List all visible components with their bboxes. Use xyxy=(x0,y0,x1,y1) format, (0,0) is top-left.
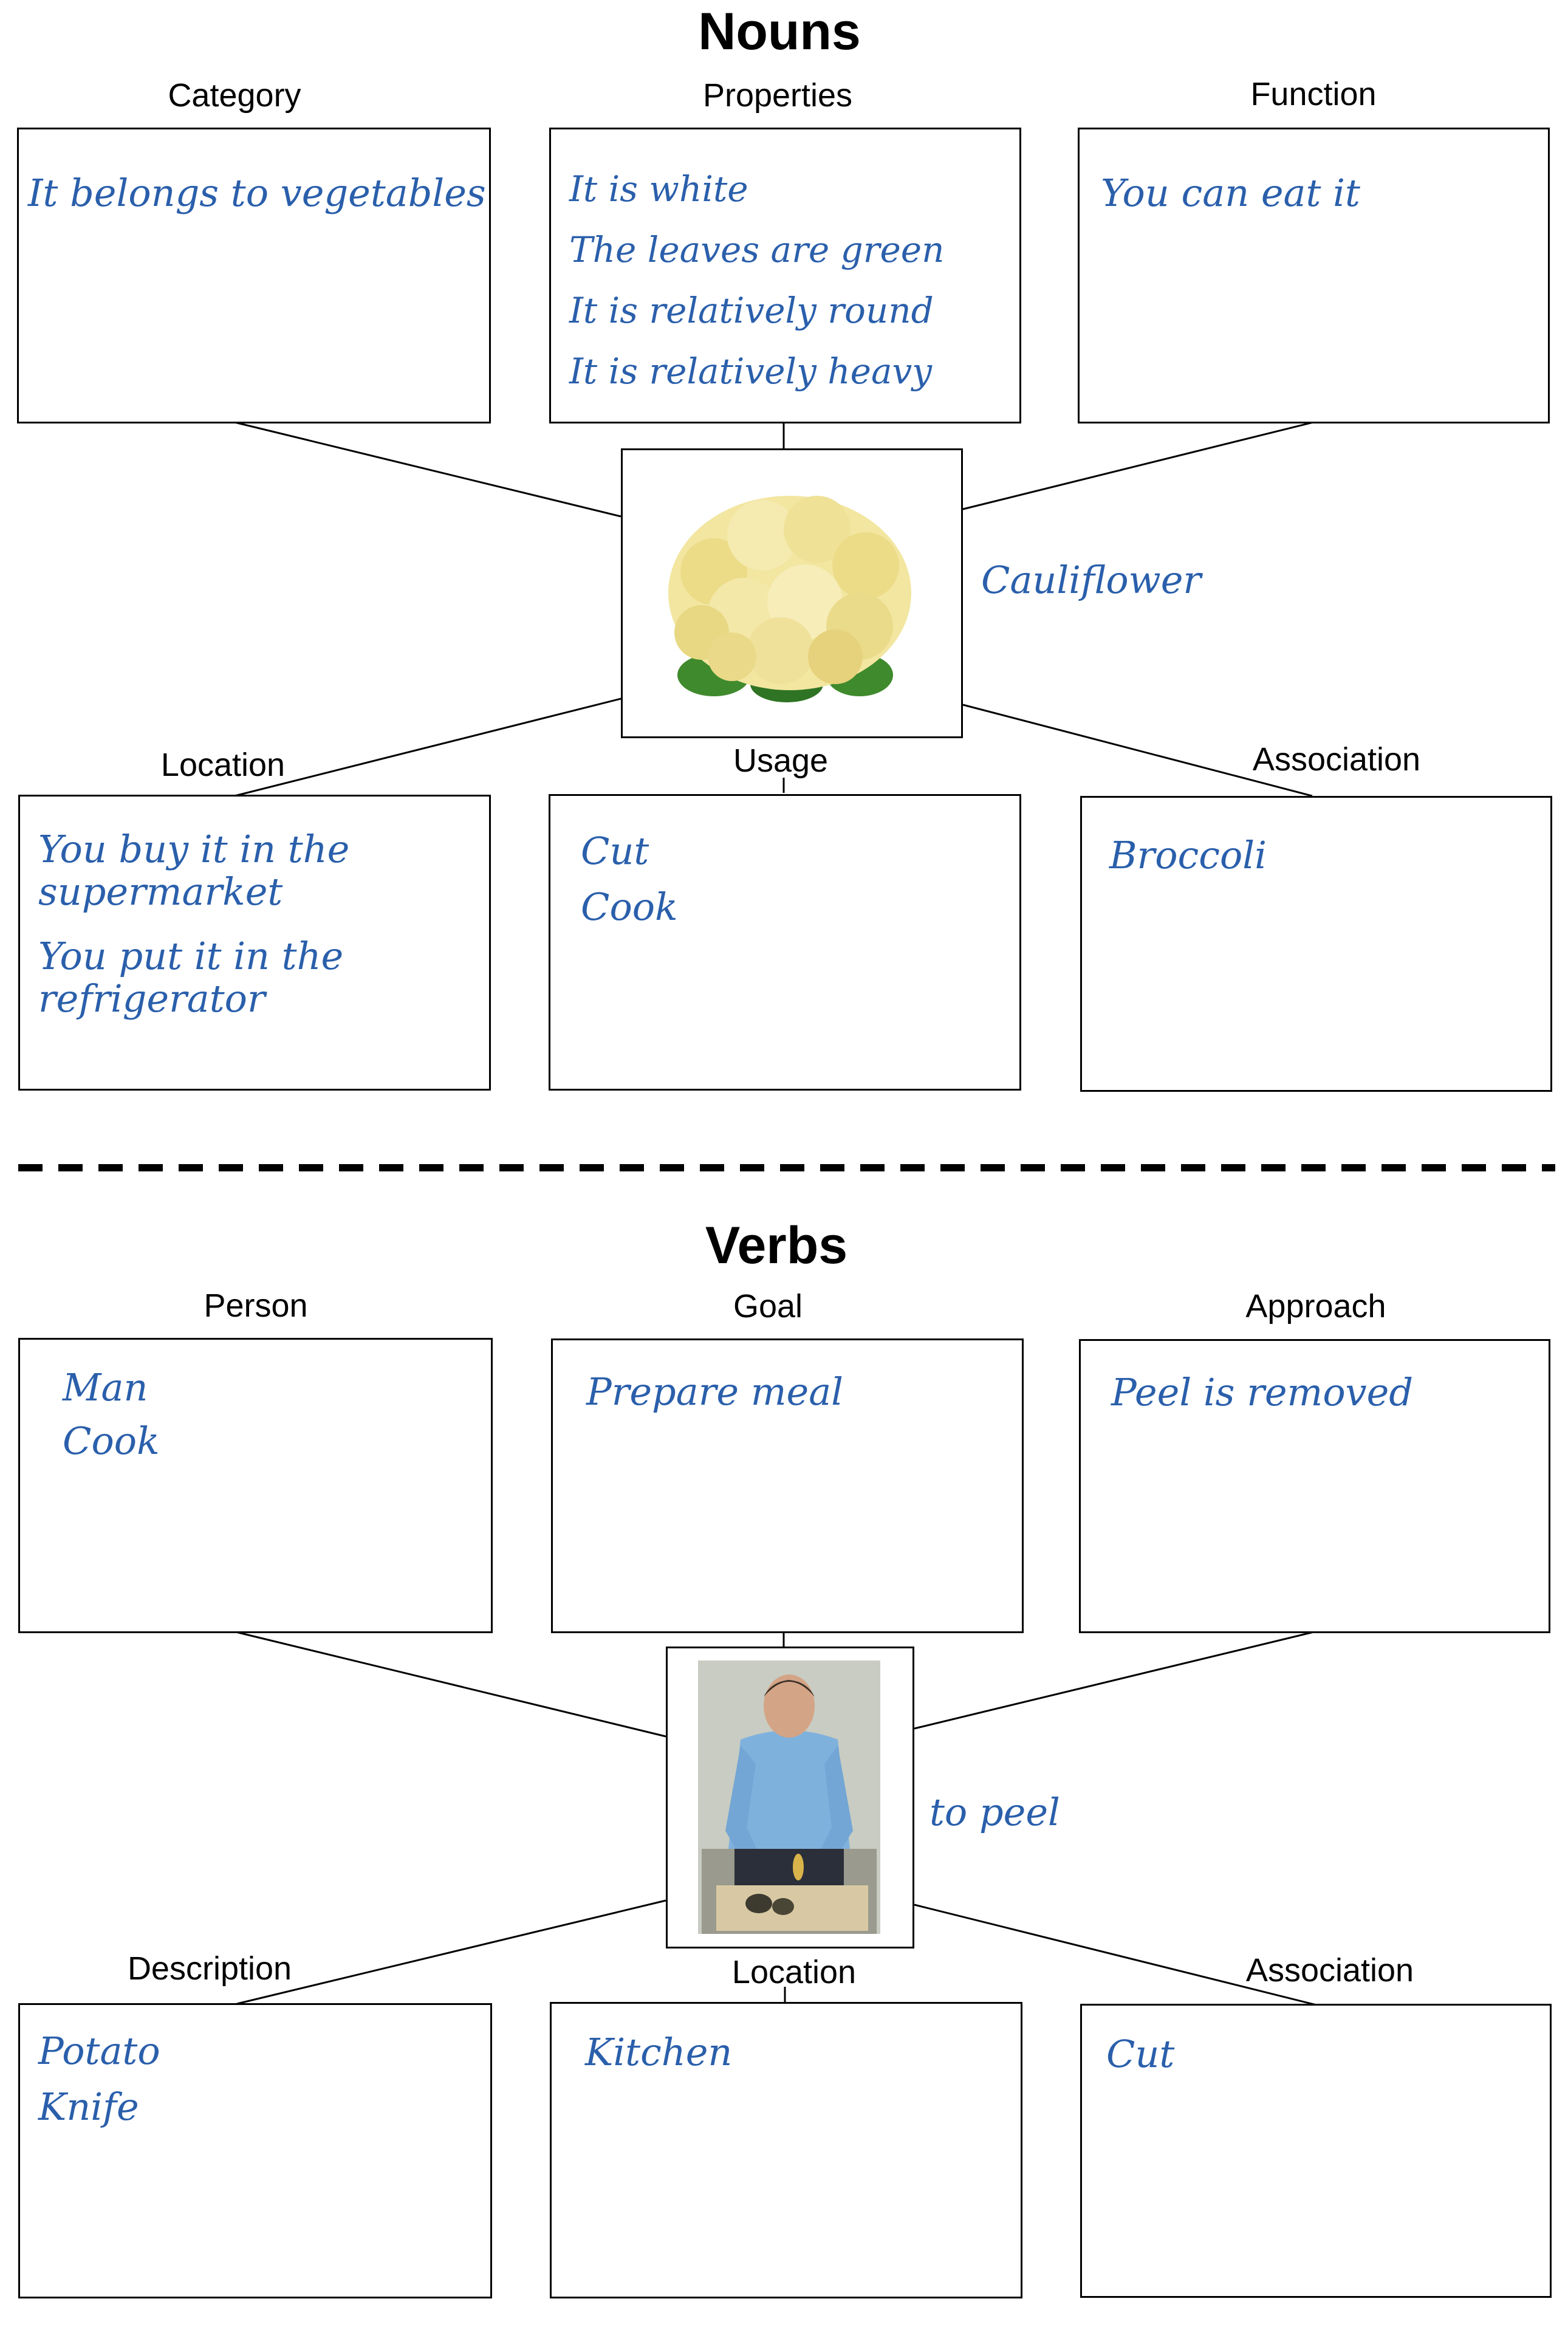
connector-description xyxy=(236,1899,666,2005)
properties-line: It is relatively heavy xyxy=(569,351,933,392)
person-line: Cook xyxy=(63,1419,160,1463)
association-label: Association xyxy=(1252,741,1421,778)
cauliflower-image-frame xyxy=(621,448,963,738)
man-peeling-potato-photo xyxy=(698,1660,880,1934)
center-word-cauliflower: Cauliflower xyxy=(981,558,1202,602)
location-verbs-line: Kitchen xyxy=(585,2030,733,2074)
category-line: It belongs to vegetables xyxy=(28,171,486,215)
description-box: Potato Knife xyxy=(18,2003,492,2298)
approach-line: Peel is removed xyxy=(1111,1370,1414,1414)
category-box: It belongs to vegetables xyxy=(17,128,491,423)
center-word-to-peel: to peel xyxy=(930,1790,1060,1834)
properties-line: The leaves are green xyxy=(569,229,945,270)
properties-box: It is white The leaves are green It is r… xyxy=(549,128,1021,423)
usage-box: Cut Cook xyxy=(549,794,1021,1091)
description-label: Description xyxy=(127,1950,292,1987)
location-line: You put it in the refrigerator xyxy=(38,934,344,1021)
location-label: Location xyxy=(160,747,286,783)
description-line: Potato xyxy=(38,2029,160,2073)
connector-category xyxy=(234,421,621,518)
connector-location xyxy=(234,697,621,797)
association-verbs-box: Cut xyxy=(1080,2004,1552,2298)
location-line: You buy it in the supermarket xyxy=(38,827,350,914)
goal-label: Goal xyxy=(733,1288,803,1325)
properties-label: Properties xyxy=(702,77,853,114)
properties-line: It is white xyxy=(569,168,748,210)
function-box: You can eat it xyxy=(1078,128,1550,423)
association-verbs-line: Cut xyxy=(1106,2032,1175,2076)
usage-line: Cut xyxy=(581,829,649,873)
approach-box: Peel is removed xyxy=(1079,1339,1550,1633)
association-verbs-label: Association xyxy=(1245,1952,1414,1989)
location-verbs-box: Kitchen xyxy=(550,2002,1022,2298)
verbs-title: Verbs xyxy=(705,1216,848,1275)
category-label: Category xyxy=(168,77,301,114)
approach-label: Approach xyxy=(1245,1288,1386,1325)
association-box: Broccoli xyxy=(1080,796,1552,1092)
function-label: Function xyxy=(1250,76,1377,112)
connector-function xyxy=(962,421,1314,510)
person-line: Man xyxy=(63,1365,148,1410)
usage-label: Usage xyxy=(733,742,829,779)
function-line: You can eat it xyxy=(1101,171,1360,215)
goal-box: Prepare meal xyxy=(551,1338,1024,1633)
usage-line: Cook xyxy=(581,885,678,929)
location-box: You buy it in the supermarket You put it… xyxy=(18,795,491,1091)
association-line: Broccoli xyxy=(1109,833,1267,877)
person-label: Person xyxy=(204,1287,308,1324)
peeling-photo-frame xyxy=(666,1647,914,1948)
goal-line: Prepare meal xyxy=(586,1369,844,1414)
nouns-title: Nouns xyxy=(698,2,861,61)
cauliflower-icon xyxy=(668,496,911,702)
connector-association-nouns xyxy=(962,704,1313,797)
person-box: Man Cook xyxy=(18,1338,493,1633)
connector-person xyxy=(235,1631,666,1738)
properties-line: It is relatively round xyxy=(569,290,934,331)
description-line: Knife xyxy=(38,2085,139,2129)
connector-approach xyxy=(914,1631,1315,1730)
location-verbs-label: Location xyxy=(731,1954,857,1990)
connector-association-verbs xyxy=(914,1904,1317,2006)
